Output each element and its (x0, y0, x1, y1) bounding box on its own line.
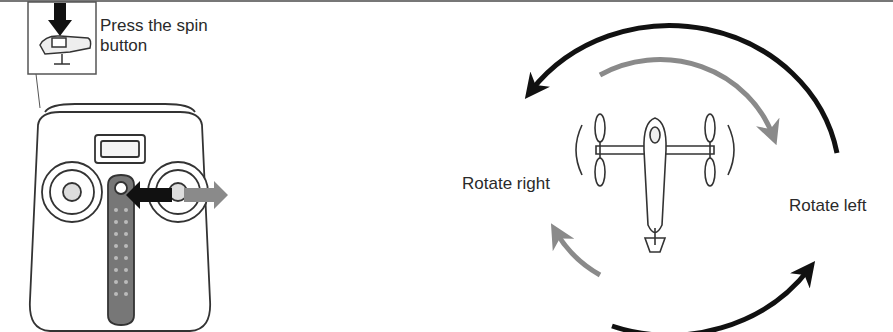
right-arrow (184, 181, 228, 209)
direction-label: Rotate left (789, 196, 889, 216)
rotation-arrow (531, 26, 837, 153)
rotation-arrow (556, 232, 600, 275)
rotation-arrow (600, 60, 773, 136)
rotation-arrow (612, 269, 809, 332)
controller (30, 104, 210, 331)
direction-label: Rotate right (462, 174, 572, 194)
grip-dots (114, 208, 128, 296)
drone (576, 114, 734, 252)
inset-detail (28, 2, 96, 108)
instruction-label: Press the spin button (100, 16, 220, 56)
left-arrow (126, 181, 172, 209)
